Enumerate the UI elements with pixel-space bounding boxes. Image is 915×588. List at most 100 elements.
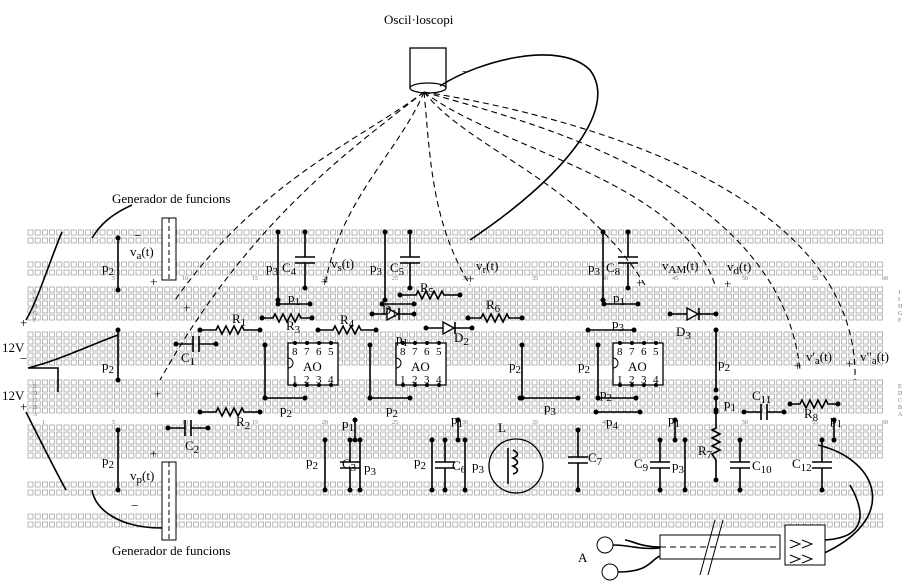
- svg-text:35: 35: [532, 276, 538, 282]
- component-label: C11: [752, 388, 771, 406]
- svg-text:+: +: [150, 446, 157, 461]
- resistor-1: R1: [197, 311, 263, 336]
- jumper-p1: p1: [379, 301, 417, 349]
- svg-text:F: F: [33, 318, 37, 324]
- svg-text:+: +: [467, 271, 474, 286]
- capacitor-1: C1: [173, 336, 219, 368]
- svg-text:C: C: [33, 398, 37, 404]
- jumper-label: p3: [612, 316, 625, 334]
- component-label: R4: [340, 312, 355, 330]
- component-label: R8: [804, 406, 819, 424]
- jumper-p1: p1: [830, 412, 842, 443]
- jumper-label: p2: [509, 358, 521, 376]
- component-label: D1: [382, 302, 397, 320]
- svg-text:4: 4: [328, 374, 334, 386]
- jumper-p2: p2: [306, 437, 328, 493]
- capacitor-10: C10: [730, 437, 772, 493]
- svg-text:+: +: [20, 399, 27, 414]
- jumper-label: p3: [370, 260, 383, 278]
- signal-labels: va(t) vp(t) vs(t) vr(t) vAM(t) vd(t) v'a…: [130, 244, 889, 486]
- jumper-p1: p1: [713, 395, 736, 415]
- svg-text:+: +: [20, 315, 27, 330]
- svg-text:−: −: [20, 351, 27, 366]
- jumper-label: p2: [718, 356, 730, 374]
- svg-text:3: 3: [641, 374, 647, 386]
- component-label: R3: [286, 318, 301, 336]
- jumper-label: p3: [364, 460, 377, 478]
- svg-text:15: 15: [252, 276, 258, 282]
- svg-text:55: 55: [812, 420, 818, 426]
- opamp-label: AO: [628, 359, 647, 374]
- jumper-p2: p2: [102, 235, 121, 293]
- jumper-label: p3: [672, 458, 685, 476]
- jumper-p1: p1: [668, 412, 680, 443]
- svg-text:35: 35: [532, 420, 538, 426]
- jumper-p2: p2: [262, 395, 308, 420]
- svg-text:v'a(t): v'a(t): [806, 349, 832, 367]
- supply-upper-label: 12V: [2, 340, 25, 355]
- svg-text:I: I: [33, 297, 35, 303]
- svg-text:6: 6: [316, 346, 322, 358]
- svg-text:vAM(t): vAM(t): [662, 258, 699, 276]
- jumper-p3: p3: [517, 395, 581, 418]
- svg-text:H: H: [33, 304, 38, 310]
- component-label: C9: [634, 456, 649, 474]
- jumper-label: p2: [280, 402, 292, 420]
- diode-2: D2: [423, 320, 475, 348]
- svg-text:50: 50: [742, 420, 748, 426]
- svg-text:50: 50: [742, 276, 748, 282]
- component-label: C4: [282, 260, 297, 278]
- svg-text:20: 20: [322, 276, 328, 282]
- inductor-label: L: [498, 420, 506, 435]
- diode-1: D1: [369, 302, 417, 322]
- svg-text:1: 1: [617, 374, 623, 386]
- svg-text:G: G: [898, 311, 903, 317]
- svg-text:6: 6: [424, 346, 430, 358]
- svg-text:2: 2: [412, 374, 418, 386]
- svg-text:+: +: [321, 274, 328, 289]
- component-label: C2: [185, 438, 199, 456]
- svg-text:8: 8: [400, 346, 406, 358]
- svg-text:5: 5: [328, 346, 334, 358]
- capacitor-9: C9: [634, 437, 670, 493]
- jumper-p2: p2: [713, 327, 730, 393]
- jumper-p4: p4: [593, 409, 643, 432]
- svg-text:E: E: [898, 384, 902, 390]
- component-label: R2: [236, 414, 250, 432]
- generator-bottom-label: Generador de funcions: [112, 543, 230, 558]
- svg-text:v"a(t): v"a(t): [860, 349, 889, 367]
- polarity-signs: − + + + + − + + + + + +: [131, 228, 853, 513]
- svg-text:1: 1: [292, 374, 298, 386]
- component-label: R1: [232, 311, 246, 329]
- jumper-label: p2: [600, 386, 612, 404]
- svg-text:1: 1: [400, 374, 406, 386]
- svg-text:I: I: [898, 297, 900, 303]
- component-label: C3: [342, 456, 357, 474]
- svg-text:5: 5: [112, 276, 115, 282]
- component-label: R5: [420, 280, 435, 298]
- svg-text:+: +: [846, 356, 853, 371]
- component-label: C7: [588, 450, 603, 468]
- svg-text:B: B: [33, 405, 37, 411]
- svg-text:40: 40: [602, 276, 608, 282]
- svg-text:20: 20: [322, 420, 328, 426]
- svg-text:7: 7: [304, 346, 310, 358]
- component-label: C8: [606, 260, 621, 278]
- capacitor-11: C11: [741, 388, 787, 420]
- jumper-p1: p1: [601, 290, 641, 308]
- svg-text:+: +: [150, 274, 157, 289]
- antenna-cable: A: [578, 444, 874, 581]
- svg-text:2: 2: [629, 374, 635, 386]
- opamp-label: AO: [411, 359, 430, 374]
- jumper-label: p1: [288, 290, 300, 308]
- jumper-label: p2: [102, 260, 114, 278]
- svg-text:+: +: [636, 275, 643, 290]
- jumper-label: p2: [386, 402, 398, 420]
- jumper-p3: p3: [585, 316, 637, 334]
- resistor-7: R7: [698, 407, 722, 483]
- svg-text:8: 8: [617, 346, 623, 358]
- svg-text:+: +: [724, 276, 731, 291]
